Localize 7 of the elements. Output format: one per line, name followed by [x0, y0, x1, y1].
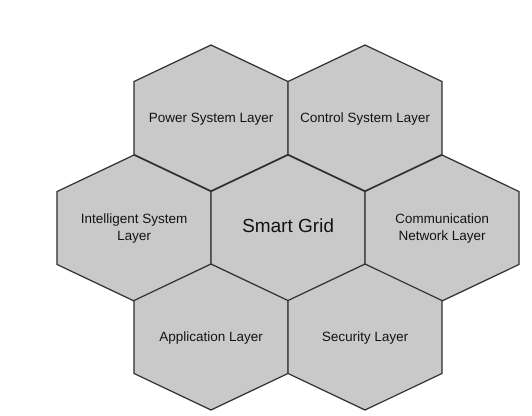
layer-label: Application Layer — [159, 328, 263, 346]
layer-label: Intelligent System Layer — [80, 211, 188, 244]
layer-label: Security Layer — [322, 328, 408, 346]
center-label: Smart Grid — [242, 216, 334, 239]
layer-label: Control System Layer — [300, 110, 430, 126]
layer-label: Power System Layer — [148, 110, 274, 126]
layer-label: Communication Network Layer — [394, 211, 490, 244]
